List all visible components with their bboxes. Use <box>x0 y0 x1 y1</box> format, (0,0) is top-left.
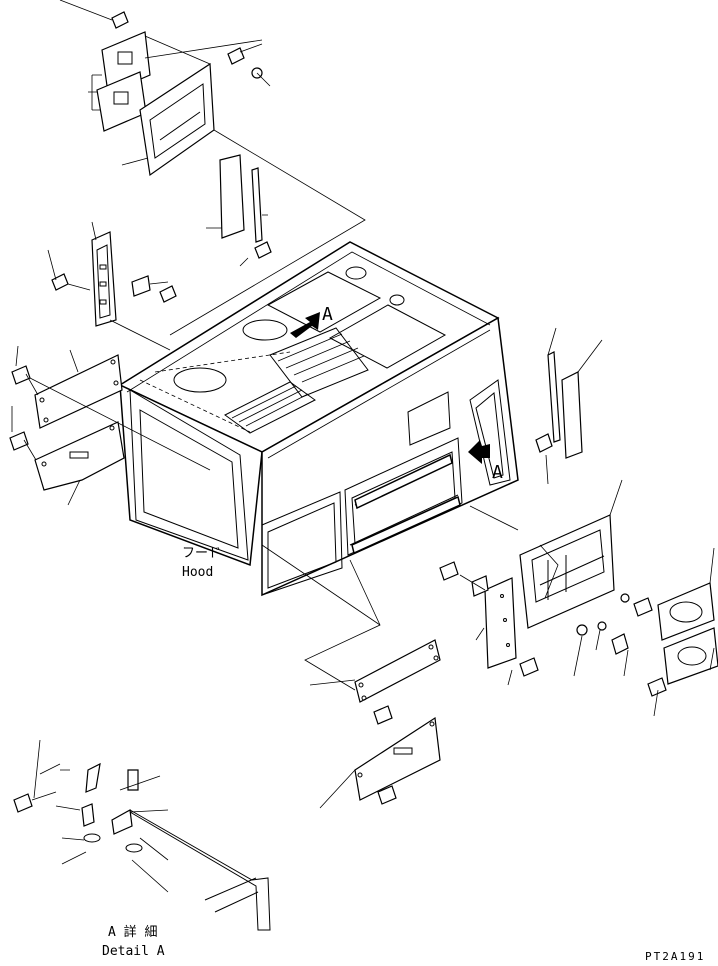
detail-a-label-jp: A 詳 細 <box>108 924 157 940</box>
left-side-panel-assembly <box>9 221 211 506</box>
detail-a-label-en: Detail A <box>102 944 165 959</box>
lower-cover-plates <box>261 544 441 809</box>
hood-left-face <box>119 383 263 567</box>
view-arrow-side: A <box>468 440 503 483</box>
hood-label-jp: フード <box>182 546 221 561</box>
view-marker-top-label: A <box>322 304 333 325</box>
hood-label-en: Hood <box>182 565 213 580</box>
right-side-cover-assembly <box>439 327 718 717</box>
upper-left-cover-assembly <box>59 0 366 336</box>
view-arrow-top: A <box>290 304 333 338</box>
view-marker-side-label: A <box>492 462 503 483</box>
detail-a-view <box>13 739 271 931</box>
hood-assembly <box>118 241 519 597</box>
figure-code: PT2A191 <box>645 950 705 963</box>
